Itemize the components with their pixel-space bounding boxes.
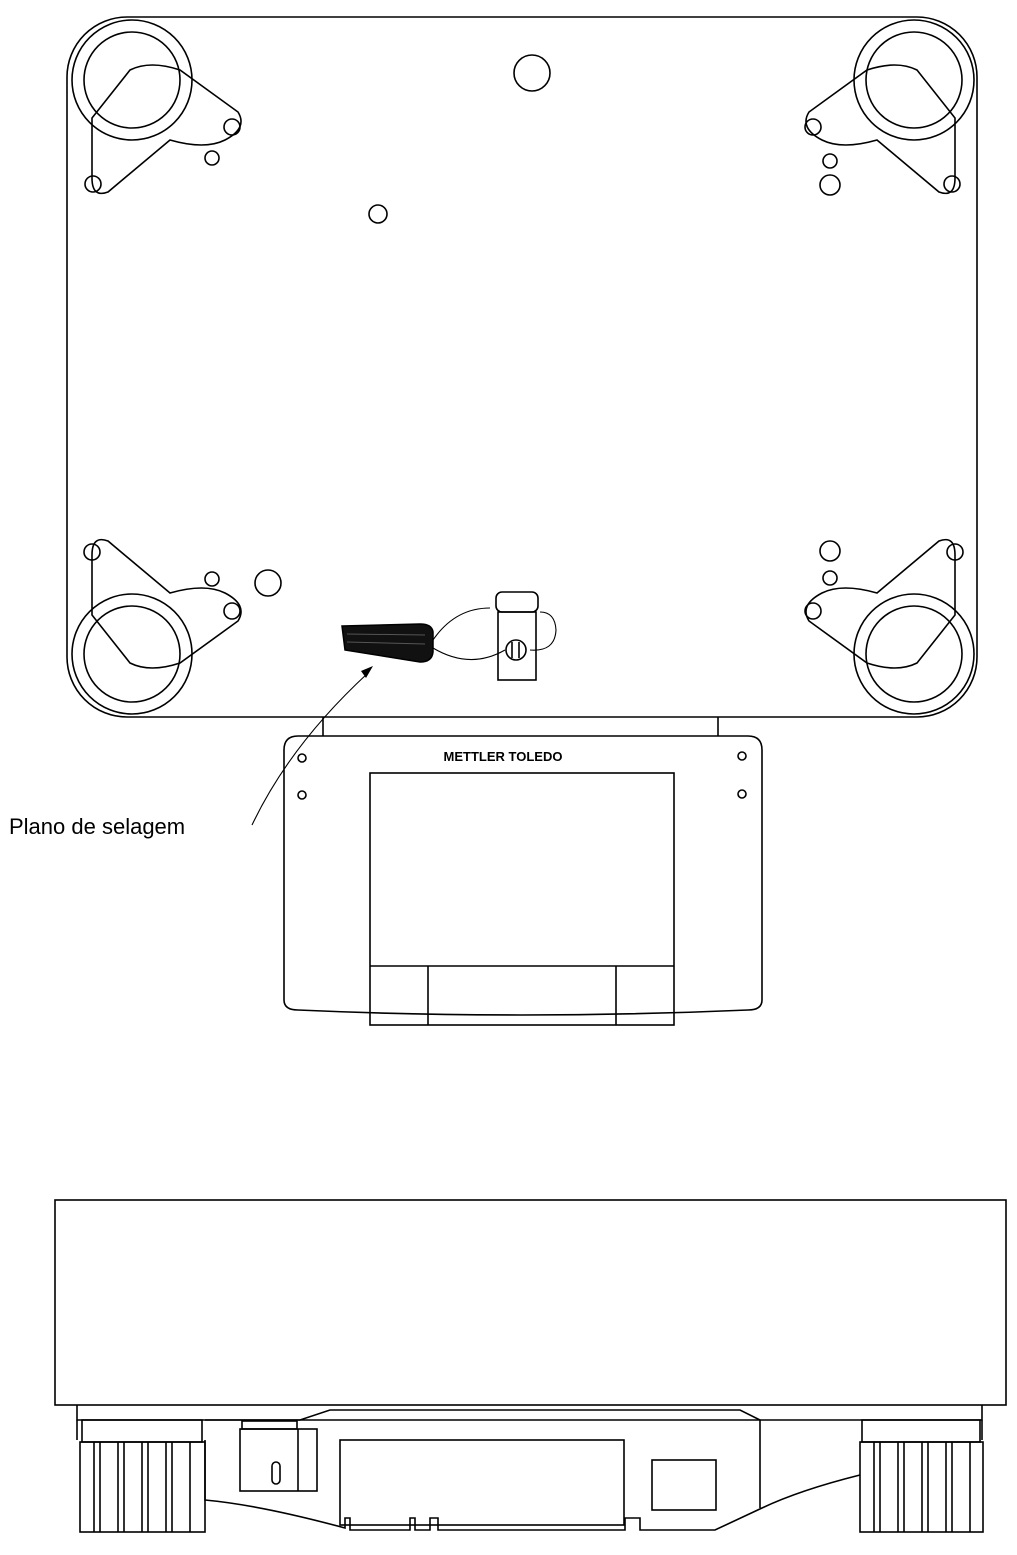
seal-bracket	[497, 611, 537, 681]
base-panel	[339, 1439, 625, 1526]
seal-wire-icon	[432, 607, 557, 661]
terminal-housing	[283, 735, 763, 1016]
foot-top-right	[804, 19, 975, 196]
base-body	[204, 1440, 861, 1531]
seal-assembly	[341, 591, 557, 681]
foot-top-left	[71, 19, 242, 195]
center-hole	[513, 54, 551, 92]
small-hole	[368, 204, 388, 224]
weighing-pan	[54, 1199, 1007, 1406]
seal-bracket-side	[239, 1420, 318, 1492]
platform-top-view	[66, 16, 978, 718]
callout-label: Plano de selagem	[9, 814, 185, 839]
base-port	[651, 1459, 717, 1511]
sealing-plane-callout: Plano de selagem	[9, 666, 373, 839]
foot-bottom-left	[71, 538, 282, 715]
platform-side-view	[54, 1199, 1007, 1533]
brand-label: METTLER TOLEDO	[444, 749, 563, 764]
screw-icon	[505, 639, 527, 661]
platform-outline	[66, 16, 978, 718]
callout-leader-line	[251, 672, 369, 826]
foot-bottom-right	[804, 538, 975, 715]
arrow-icon	[361, 666, 373, 678]
foot-icon	[79, 1419, 206, 1533]
foot-icon	[859, 1419, 984, 1533]
terminal-top-view: METTLER TOLEDO	[283, 717, 763, 1026]
display-screen	[369, 772, 675, 1026]
seal-bracket-top	[495, 591, 539, 613]
